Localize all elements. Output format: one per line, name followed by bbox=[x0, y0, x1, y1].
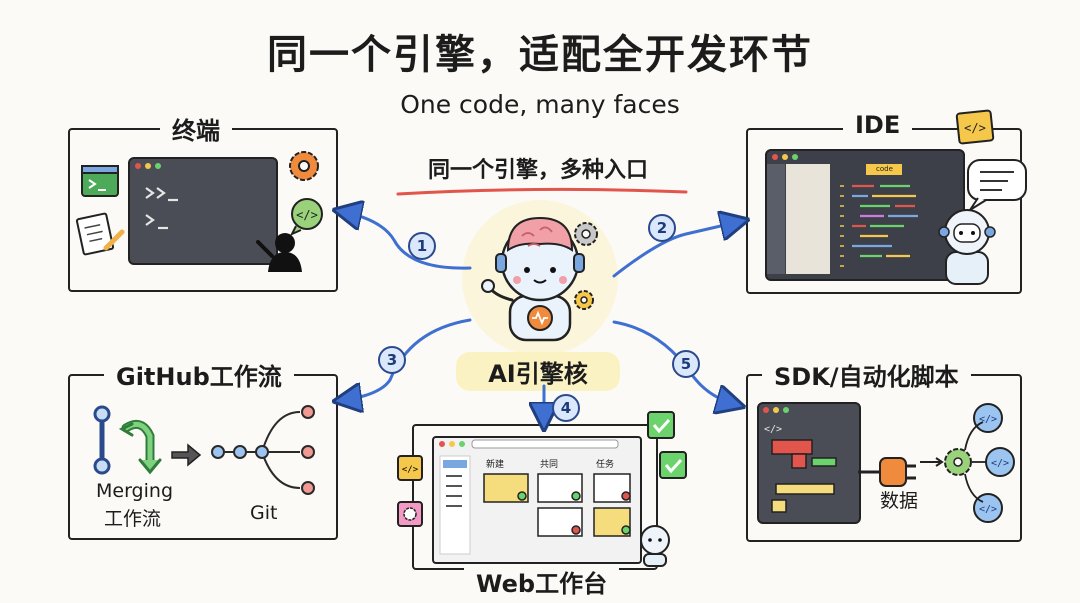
ide-tab-label: code bbox=[876, 165, 893, 173]
kanban-col-2: 共同 bbox=[540, 460, 559, 470]
ai-robot-icon bbox=[481, 216, 585, 342]
sdk-panel-title: SDK/自动化脚本 bbox=[762, 357, 971, 392]
core-glow bbox=[462, 200, 618, 356]
kanban-col-1: 新建 bbox=[486, 460, 505, 470]
tagline: 同一个引擎，多种入口 bbox=[427, 158, 648, 183]
github-panel-title: GitHub工作流 bbox=[104, 357, 294, 392]
web-app-window bbox=[432, 436, 642, 564]
step-badge-4: 4 bbox=[552, 394, 580, 422]
ide-window bbox=[765, 149, 965, 281]
merging-label: Merging bbox=[96, 480, 174, 502]
ide-panel-title: IDE bbox=[843, 111, 913, 139]
terminal-window bbox=[128, 157, 278, 265]
page-subtitle: One code, many faces bbox=[400, 90, 680, 119]
sdk-code-window bbox=[757, 402, 861, 524]
step-badge-1: 1 bbox=[408, 232, 436, 260]
page-title: 同一个引擎，适配全开发环节 bbox=[267, 32, 813, 78]
step-badge-2: 2 bbox=[648, 214, 676, 242]
terminal-panel-title: 终端 bbox=[160, 111, 232, 146]
web-panel-title: Web工作台 bbox=[464, 564, 620, 599]
core-label: AI引擎核 bbox=[456, 352, 620, 391]
workflow-label: 工作流 bbox=[104, 508, 162, 530]
step-badge-3: 3 bbox=[378, 346, 406, 374]
kanban-col-3: 任务 bbox=[596, 460, 615, 470]
step-badge-5: 5 bbox=[672, 350, 700, 378]
git-label: Git bbox=[250, 502, 278, 524]
core-gear-icon bbox=[574, 222, 598, 310]
data-label: 数据 bbox=[880, 490, 919, 512]
